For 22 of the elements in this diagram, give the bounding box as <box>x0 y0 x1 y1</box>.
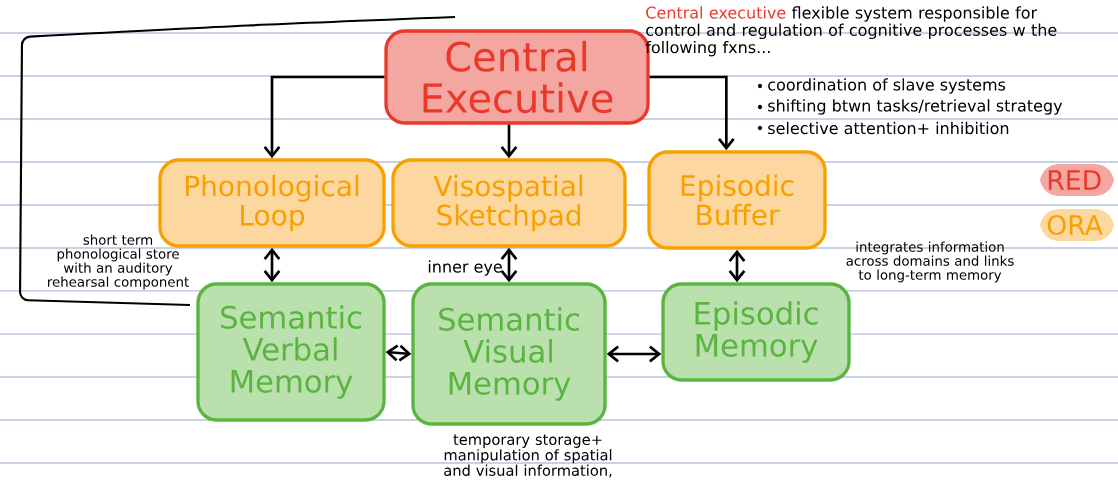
annotation-text: integrates information across domains and links to long-term memory <box>846 241 1014 283</box>
annotation-text: temporary storage+ manipulation of spatial and visual information, <box>444 434 612 478</box>
memory-box: Semantic Visual Memory <box>411 282 607 426</box>
arrow <box>263 247 281 283</box>
bullet-text: selective attention+ inhibition <box>768 121 1009 135</box>
arrow <box>728 249 746 283</box>
process-box: Phonological Loop <box>158 158 386 248</box>
bullet-text: coordination of slave systems <box>768 78 1006 94</box>
arrow <box>263 75 385 159</box>
arrow <box>649 75 735 151</box>
process-box: Episodic Buffer <box>647 150 827 250</box>
arrow <box>500 124 518 159</box>
legend-text: RED <box>1048 170 1101 190</box>
process-box: Visospatial Sketchpad <box>391 158 627 248</box>
memory-box: Episodic Memory <box>661 282 851 382</box>
arrow <box>606 345 662 363</box>
annotation-text: inner eye <box>428 260 502 276</box>
bullet-text: shifting btwn tasks/retrieval strategy <box>768 99 1063 115</box>
arrow <box>500 247 518 283</box>
memory-box: Semantic Verbal Memory <box>196 282 386 422</box>
arrow <box>385 344 412 362</box>
legend-text: ORA <box>1047 214 1103 236</box>
